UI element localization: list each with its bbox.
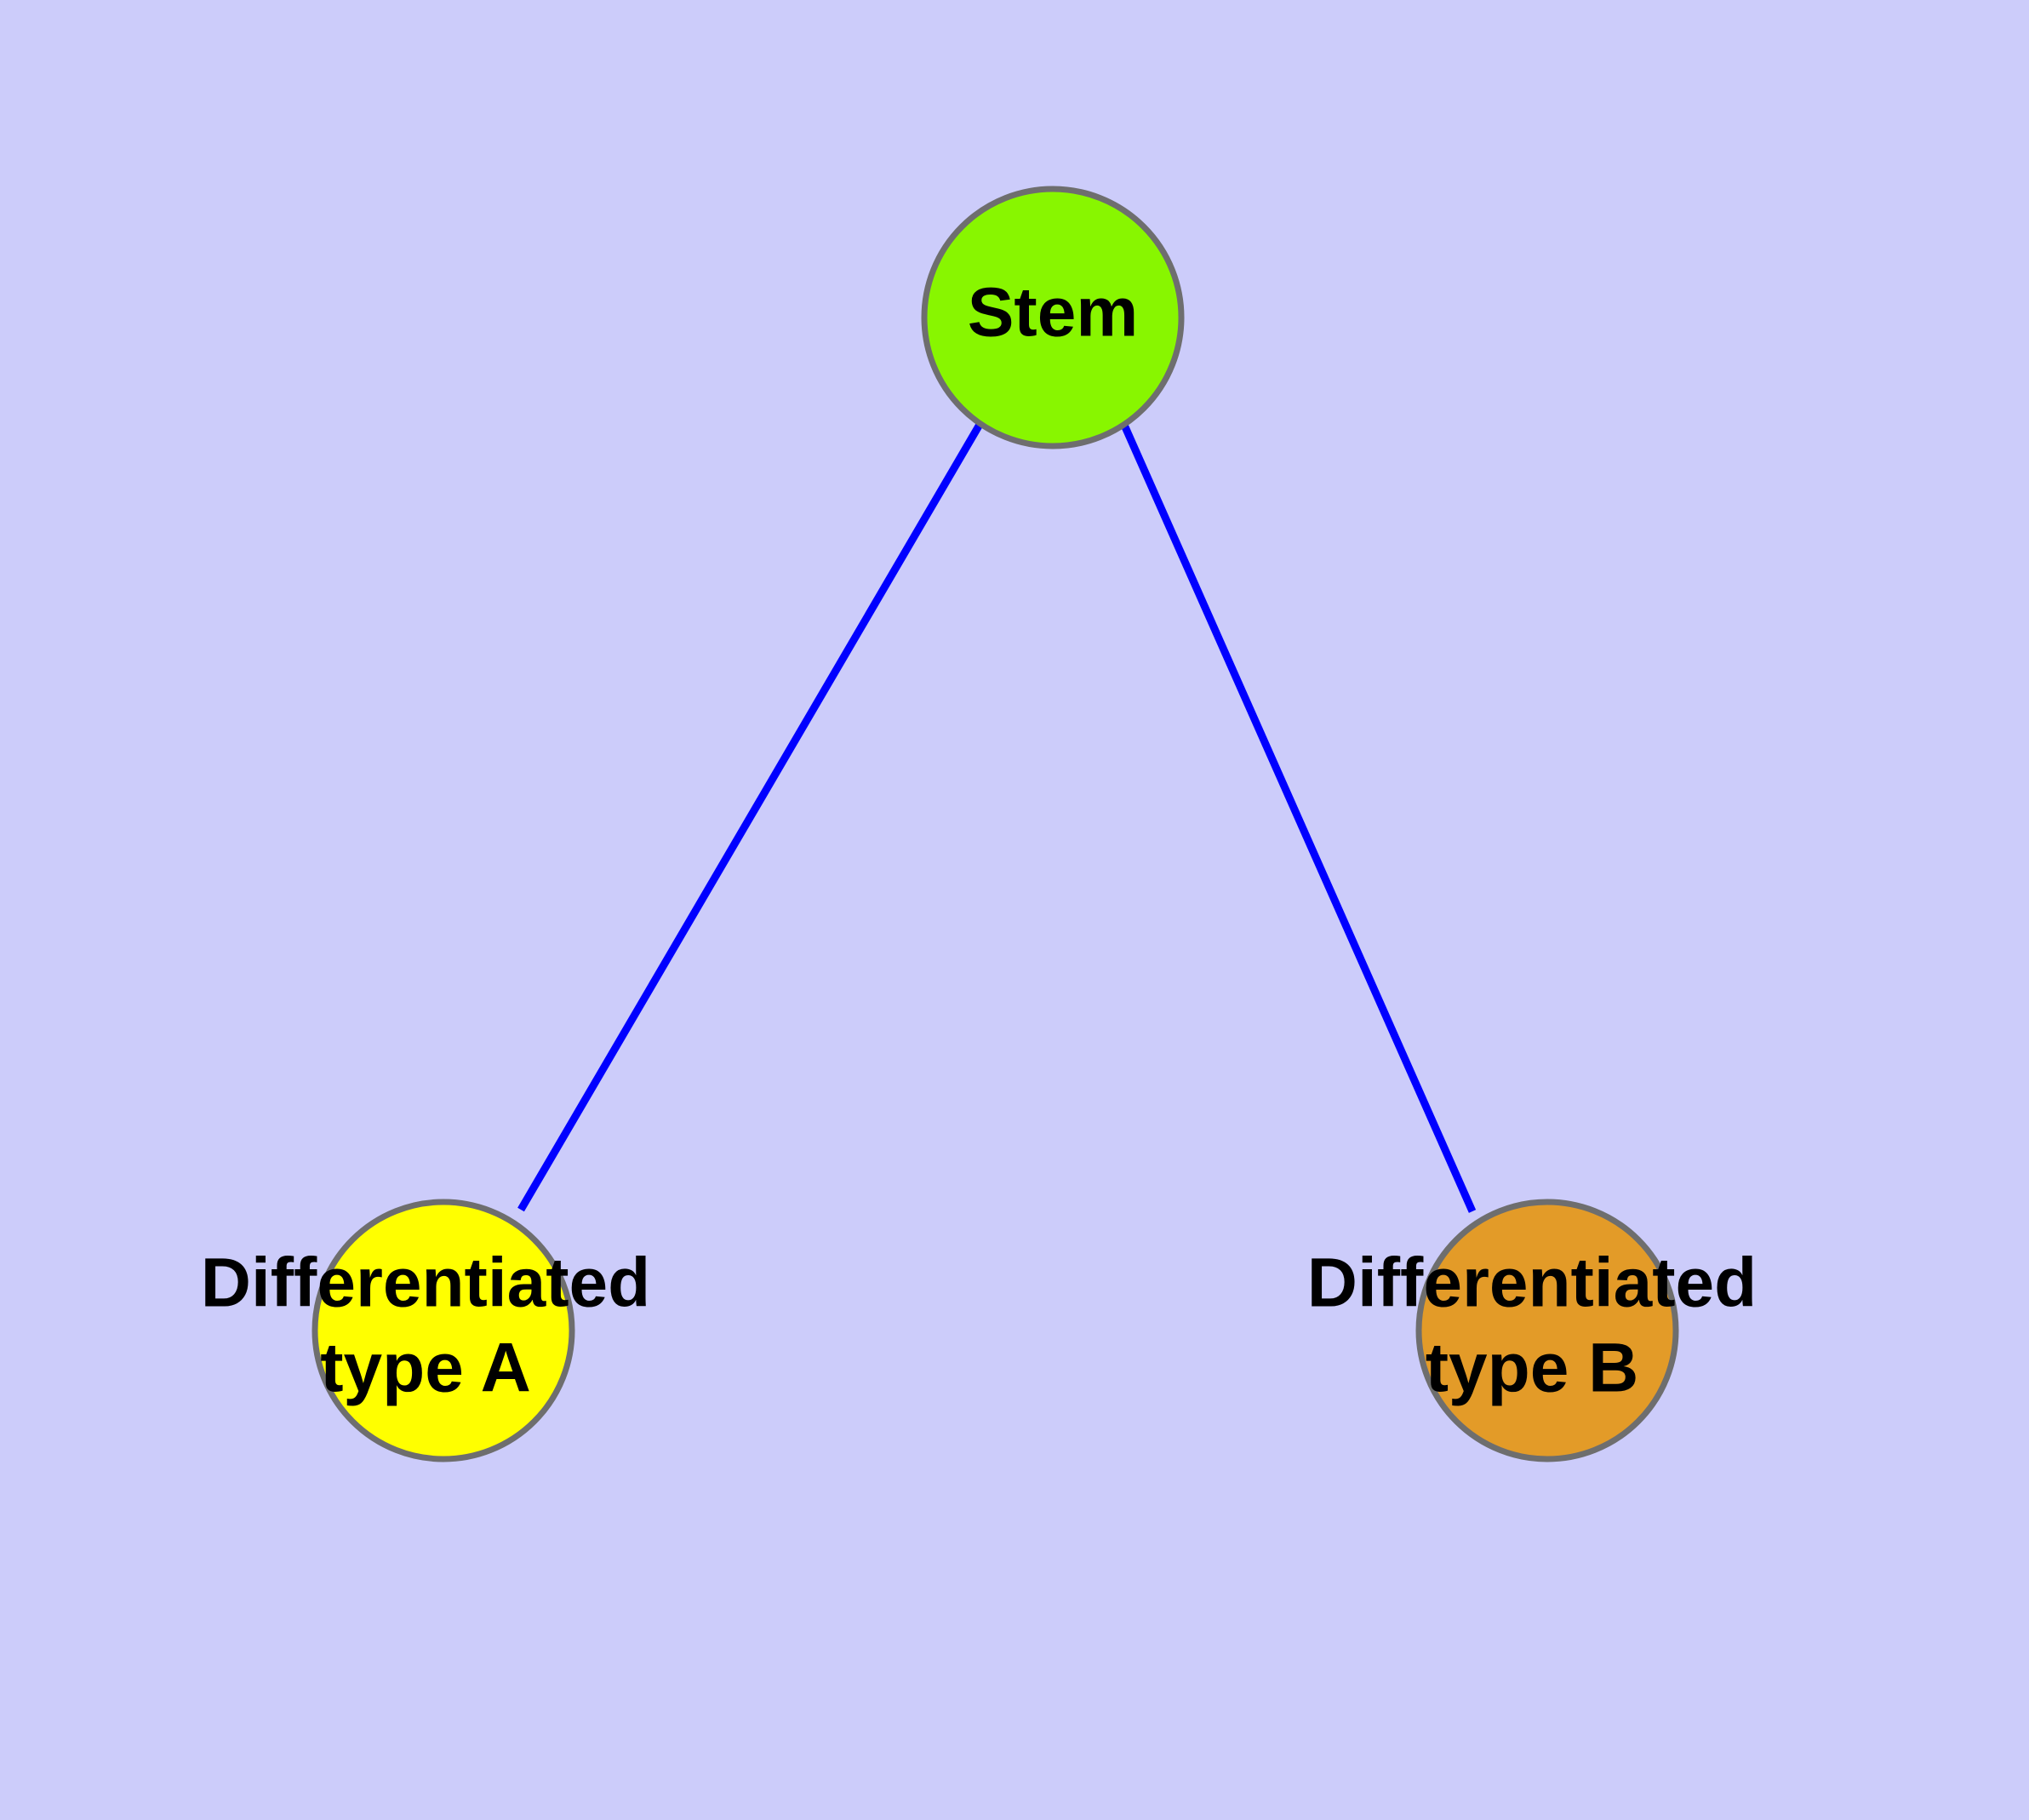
edge-stem-to-differentiated-type-b[interactable] — [1119, 421, 1477, 1213]
node-differentiated-type-b[interactable]: Differentiated type B — [1307, 1199, 1758, 1462]
node-differentiated-type-a-label-line1: Differentiated — [201, 1245, 651, 1322]
node-stem[interactable]: Stem — [921, 186, 1185, 449]
node-stem-circle[interactable] — [921, 186, 1185, 449]
node-differentiated-type-b-label-line1: Differentiated — [1307, 1245, 1758, 1322]
node-differentiated-type-a-circle[interactable] — [311, 1199, 575, 1462]
node-differentiated-type-b-circle[interactable] — [1415, 1199, 1679, 1462]
node-stem-label: Stem — [968, 274, 1139, 352]
node-differentiated-type-a-label-line2: type A — [320, 1330, 531, 1407]
node-differentiated-type-b-label-line2: type B — [1426, 1330, 1639, 1407]
node-group: Stem Differentiated type A Differentiate… — [201, 186, 1758, 1462]
edge-group — [517, 421, 1477, 1213]
edge-stem-to-differentiated-type-a[interactable] — [517, 421, 984, 1212]
node-differentiated-type-a[interactable]: Differentiated type A — [201, 1199, 651, 1462]
